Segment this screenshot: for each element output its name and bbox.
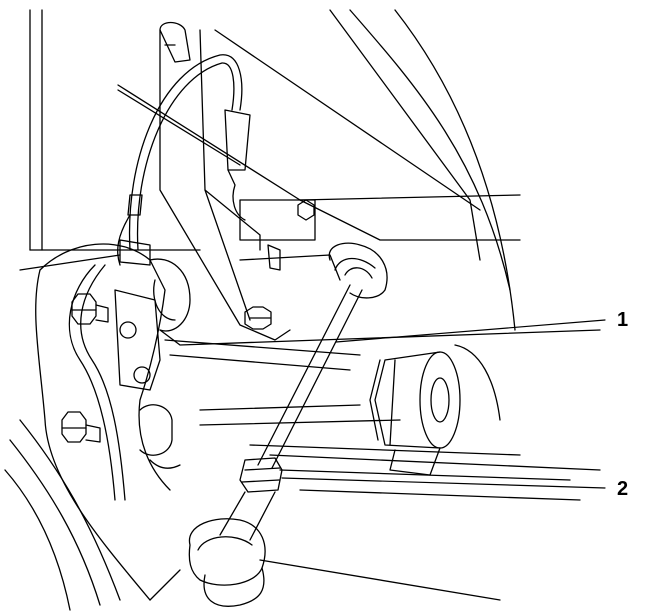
- brake-hose: [68, 54, 251, 501]
- bolt-lower: [61, 411, 101, 443]
- tie-rod: [257, 242, 388, 469]
- rear-bushing-mount: [369, 344, 501, 476]
- bolt-upper: [71, 293, 109, 325]
- leader-lines: [281, 319, 606, 489]
- lock-nut: [239, 457, 283, 493]
- callout-1: 1: [617, 309, 629, 331]
- vehicle-frame: [19, 9, 601, 601]
- leader-line-2: [281, 477, 606, 489]
- leader-line-1: [335, 319, 606, 343]
- wheel-knuckle: [4, 243, 191, 611]
- outer-rod: [188, 491, 276, 607]
- callout-2: 2: [617, 478, 629, 500]
- upper-bracket: [159, 21, 341, 341]
